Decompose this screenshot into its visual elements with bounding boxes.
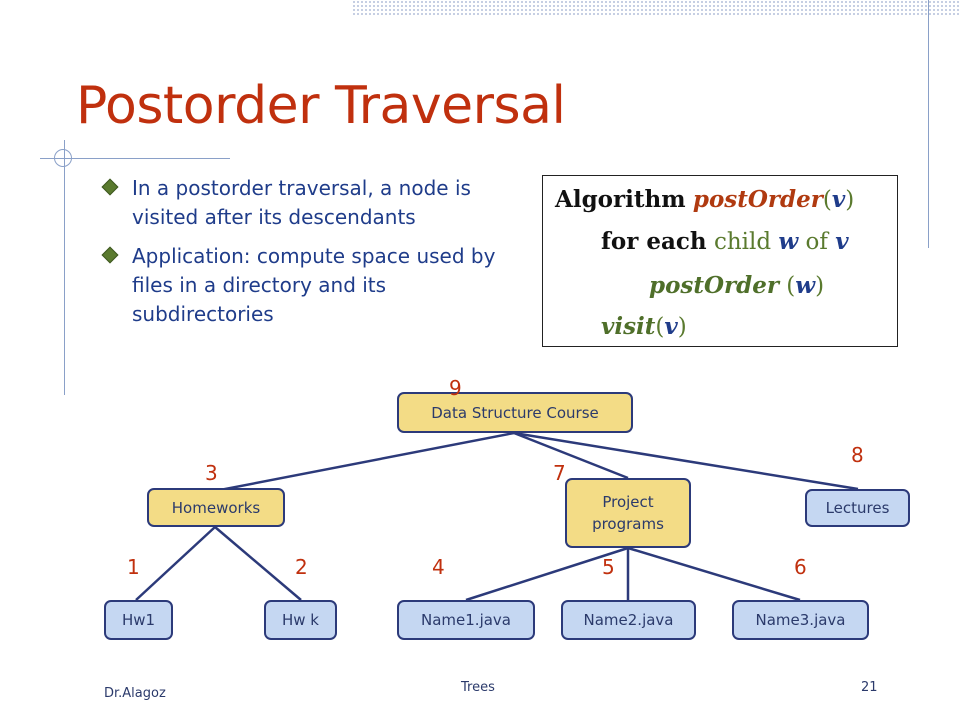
edge-project-name3	[627, 546, 801, 602]
order-number-lectures: 8	[851, 443, 864, 467]
order-number-name2: 5	[602, 555, 615, 579]
order-number-root: 9	[449, 376, 462, 400]
footer-page-number: 21	[861, 680, 878, 695]
edge-homeworks-hwk	[214, 526, 302, 601]
order-number-project: 7	[553, 461, 566, 485]
node-name2-java: Name2.java	[561, 600, 696, 640]
decorative-ring	[54, 149, 72, 167]
decorative-left-line	[64, 140, 65, 395]
decorative-horizontal-line	[40, 158, 230, 159]
order-number-homeworks: 3	[205, 461, 218, 485]
algorithm-line-2: for each child w of v	[601, 228, 849, 255]
node-project-programs: Project programs	[565, 478, 691, 548]
node-data-structure-course: Data Structure Course	[397, 392, 633, 433]
node-name3-java: Name3.java	[732, 600, 869, 640]
footer-topic: Trees	[461, 680, 495, 695]
order-number-name3: 6	[794, 555, 807, 579]
corner-dot-pattern	[352, 0, 960, 16]
node-name1-java: Name1.java	[397, 600, 535, 640]
bullet-list: In a postorder traversal, a node is visi…	[101, 174, 512, 339]
footer-author: Dr.Alagoz	[104, 686, 166, 701]
algorithm-line-4: visit(v)	[601, 313, 687, 340]
node-homeworks: Homeworks	[147, 488, 285, 527]
node-lectures: Lectures	[805, 489, 910, 527]
edge-project-name1	[465, 546, 629, 602]
node-hw1: Hw1	[104, 600, 173, 640]
slide-title: Postorder Traversal	[76, 76, 566, 136]
edge-homeworks-hw1	[135, 526, 216, 601]
order-number-hw1: 1	[127, 555, 140, 579]
algorithm-line-1: Algorithm postOrder(v)	[555, 186, 855, 213]
bullet-text: In a postorder traversal, a node is visi…	[132, 176, 471, 229]
node-hw-k: Hw k	[264, 600, 337, 640]
bullet-item: Application: compute space used by files…	[101, 242, 512, 329]
order-number-name1: 4	[432, 555, 445, 579]
edge-root-homeworks	[219, 431, 515, 492]
algorithm-box: Algorithm postOrder(v) for each child w …	[542, 175, 898, 347]
edge-root-project	[513, 431, 629, 480]
decorative-vertical-line	[928, 0, 929, 248]
algorithm-line-3: postOrder (w)	[649, 272, 825, 299]
bullet-text: Application: compute space used by files…	[132, 244, 496, 326]
bullet-item: In a postorder traversal, a node is visi…	[101, 174, 512, 232]
edge-root-lectures	[513, 431, 859, 491]
order-number-hwk: 2	[295, 555, 308, 579]
